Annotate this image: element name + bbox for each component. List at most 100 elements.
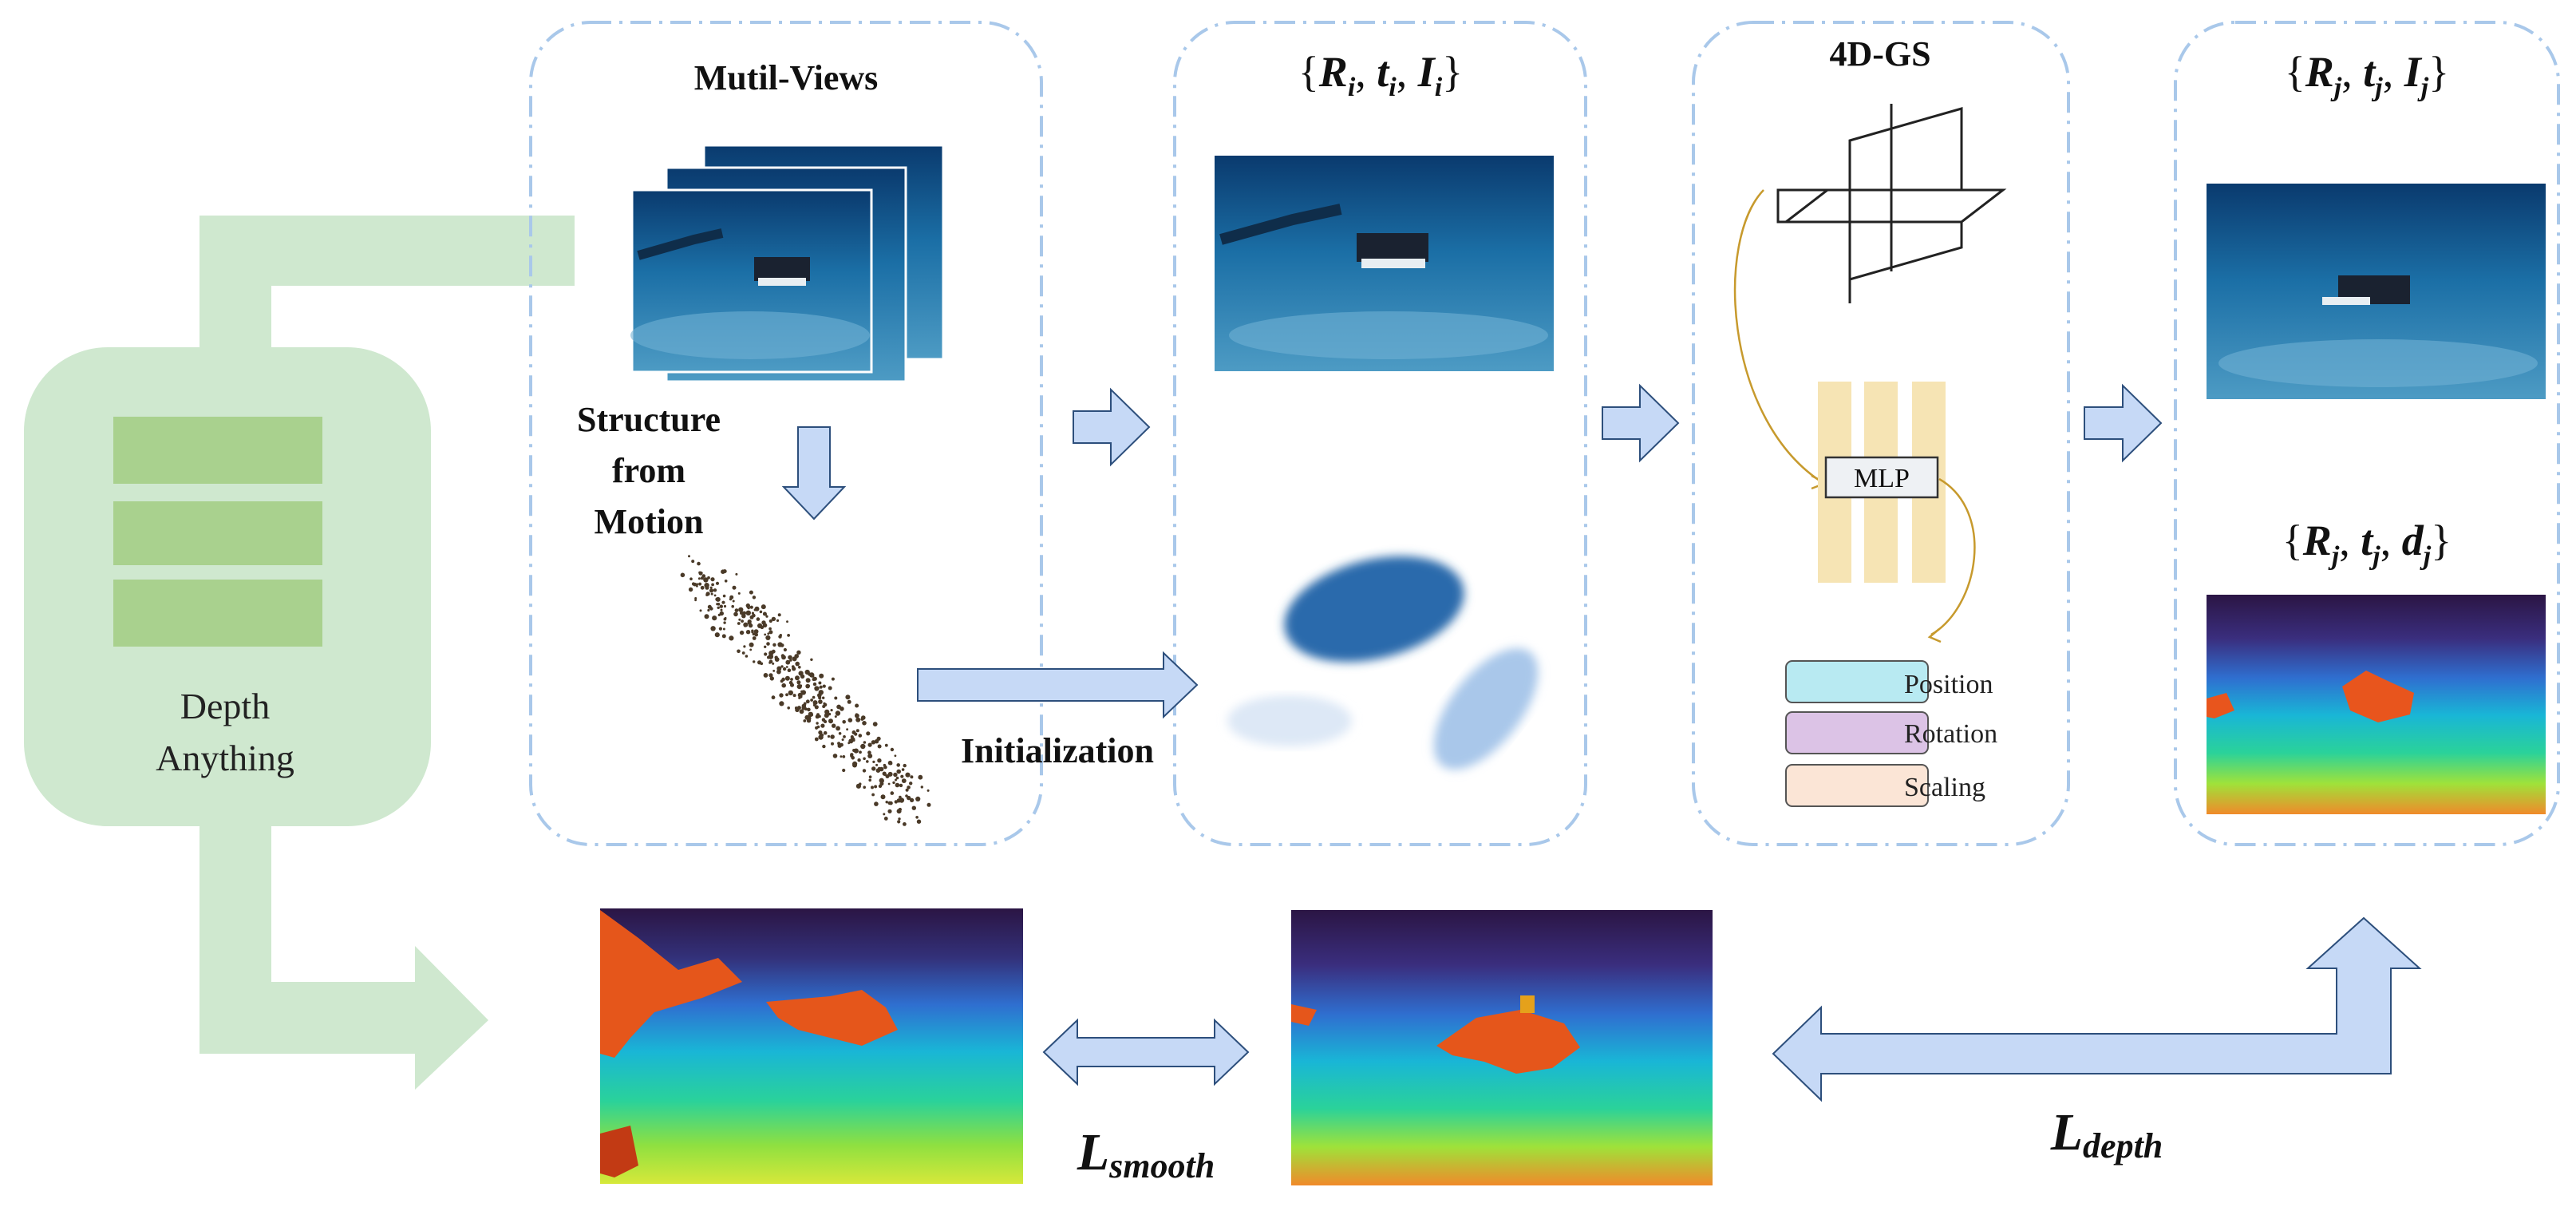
point-cloud-dot: [855, 783, 861, 789]
point-cloud-dot: [796, 706, 801, 710]
point-cloud-dot: [909, 782, 913, 786]
point-cloud-dot: [731, 604, 734, 608]
legend-swatch-position: [1785, 660, 1929, 703]
point-cloud-dot: [903, 822, 907, 826]
point-cloud-dot: [803, 702, 807, 706]
point-cloud-dot: [918, 774, 923, 780]
point-cloud-dot: [894, 800, 899, 804]
point-cloud-dot: [871, 793, 875, 797]
point-cloud-dot: [878, 784, 883, 788]
point-cloud-dot: [792, 667, 796, 671]
point-cloud-dot: [768, 630, 773, 635]
attribute-legend: Position Rotation Scaling: [1785, 660, 1997, 807]
point-cloud-dot: [822, 684, 826, 688]
point-cloud-dot: [808, 711, 813, 718]
point-cloud-dot: [688, 587, 693, 592]
point-cloud-dot: [915, 796, 921, 802]
point-cloud-dot: [786, 620, 788, 623]
point-cloud-dot: [713, 588, 717, 592]
point-cloud-dot: [787, 706, 790, 710]
point-cloud-dot: [699, 609, 702, 612]
point-cloud-dot: [814, 737, 819, 742]
point-cloud-dot: [711, 583, 714, 587]
point-cloud-dot: [721, 634, 726, 639]
point-cloud-dot: [709, 607, 713, 611]
point-cloud-dot: [831, 677, 835, 681]
point-cloud-dot: [895, 782, 900, 788]
point-cloud-dot: [698, 582, 702, 586]
point-cloud-dot: [884, 743, 888, 747]
robot-shape: [754, 257, 810, 281]
point-cloud-dot: [842, 755, 846, 758]
point-cloud-dot: [729, 598, 733, 601]
point-cloud-dot: [867, 754, 873, 758]
hexplane-planes: [1776, 104, 2007, 303]
point-cloud-dot: [827, 734, 831, 738]
point-cloud-dot: [757, 623, 763, 629]
point-cloud-dot: [734, 608, 739, 612]
point-cloud-dot: [703, 577, 709, 583]
point-cloud-dot: [862, 721, 867, 726]
depth-anything-line2: Anything: [156, 738, 294, 778]
point-cloud-dot: [907, 786, 911, 789]
point-cloud-dot: [863, 786, 866, 789]
point-cloud-dot: [771, 616, 776, 622]
arrow-to-4dgs: [1602, 383, 1680, 463]
point-cloud-dot: [732, 600, 735, 603]
point-cloud-dot: [868, 778, 871, 782]
point-cloud-dot: [805, 678, 811, 683]
point-cloud-dot: [840, 742, 844, 747]
point-cloud-dot: [885, 801, 888, 804]
render-rgb-image: [2207, 184, 2546, 399]
point-cloud-dot: [792, 694, 796, 698]
point-cloud-dot: [901, 778, 907, 783]
point-cloud-dot: [858, 734, 863, 738]
point-cloud-dot: [709, 588, 714, 593]
depth-anything-group: Depth Anything: [24, 216, 575, 1090]
point-cloud-dot: [782, 667, 787, 671]
point-cloud-dot: [810, 698, 813, 702]
point-cloud-dot: [859, 750, 862, 754]
point-cloud-dot: [911, 805, 917, 810]
point-cloud-dot: [868, 775, 872, 778]
point-cloud-dot: [860, 743, 866, 750]
point-cloud-dot: [892, 781, 895, 785]
point-cloud-dot: [697, 577, 701, 580]
point-cloud-dot: [855, 729, 859, 733]
point-cloud-dot: [743, 645, 746, 648]
point-cloud-dot: [910, 775, 914, 779]
point-cloud-dot: [863, 757, 866, 761]
point-cloud-dot: [738, 607, 744, 612]
point-cloud-dot: [882, 771, 887, 776]
loss-smooth-label: Lsmooth: [1077, 1123, 1215, 1185]
point-cloud-dot: [780, 665, 784, 668]
initialization-arrow: [917, 651, 1199, 719]
point-cloud-dot: [926, 802, 931, 807]
point-cloud-dot: [841, 738, 844, 742]
point-cloud-dot: [753, 629, 759, 634]
point-cloud-dot: [717, 606, 720, 609]
gold-curve-out: [1930, 477, 1976, 636]
point-cloud-dot: [788, 690, 793, 696]
point-cloud-dot: [894, 754, 897, 758]
point-cloud-dot: [760, 662, 764, 666]
point-cloud-dot: [795, 661, 800, 667]
point-cloud-dot: [846, 728, 848, 731]
depth-layer-1: [113, 417, 322, 484]
legend-label-position: Position: [1904, 670, 1993, 699]
point-cloud-dot: [916, 819, 922, 824]
point-cloud-dot: [830, 734, 835, 739]
point-cloud-dot: [800, 674, 805, 679]
point-cloud-dot: [828, 686, 832, 691]
point-cloud-dot: [765, 635, 771, 641]
point-cloud-dot: [812, 682, 817, 687]
point-cloud-dot: [819, 685, 823, 689]
point-cloud-dot: [796, 680, 801, 685]
point-cloud-dot: [774, 655, 778, 659]
point-cloud-dot: [768, 673, 773, 678]
point-cloud-dot: [747, 620, 752, 625]
point-cloud-dot: [733, 611, 738, 617]
point-cloud-dot: [803, 719, 807, 722]
point-cloud-dot: [754, 632, 758, 637]
point-cloud-dot: [764, 652, 768, 656]
